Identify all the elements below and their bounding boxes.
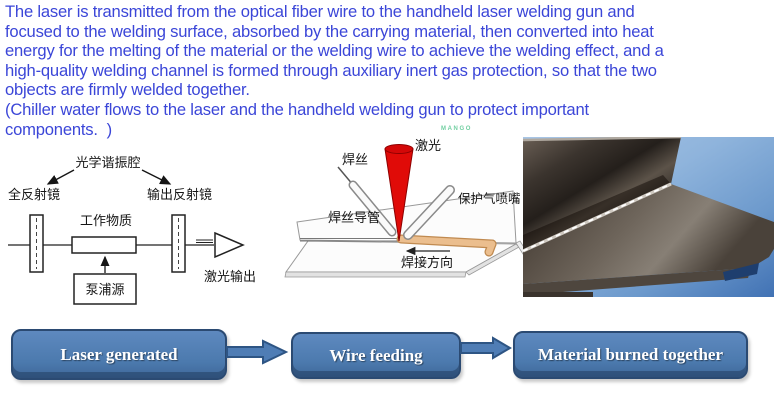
intro-line: The laser is transmitted from the optica… xyxy=(5,2,635,21)
vertical-plate xyxy=(523,137,681,251)
flow-step-material-burned: Material burned together xyxy=(513,331,748,379)
laser-beam-cone xyxy=(384,144,414,242)
intro-paragraph: The laser is transmitted from the optica… xyxy=(5,2,773,139)
shield-gas-nozzle xyxy=(403,185,455,240)
flow-step-label: Material burned together xyxy=(537,345,724,364)
flow-step-wire-feeding: Wire feeding xyxy=(291,332,461,379)
intro-line: focused to the welding surface, absorbed… xyxy=(5,21,654,41)
total-reflector-mirror xyxy=(29,214,44,273)
laser-output-arrowhead xyxy=(214,231,245,259)
weld-seam-sparkle xyxy=(523,183,672,252)
seam-shadow xyxy=(523,175,671,251)
welding-direction-label: 焊接方向 xyxy=(401,255,453,270)
flow-step-label: Wire feeding xyxy=(329,345,423,365)
working-medium-box xyxy=(71,236,137,254)
laser-label: 激光 xyxy=(415,138,441,153)
welding-wire-label: 焊丝 xyxy=(342,152,368,167)
intro-line: components. ) xyxy=(5,119,112,139)
wire-guide-tube-label: 焊丝导管 xyxy=(328,210,380,225)
cavity-arrow-left xyxy=(46,169,75,185)
intro-line: energy for the melting of the material o… xyxy=(5,41,664,61)
pump-source-box xyxy=(73,273,137,305)
cavity-arrow-right xyxy=(141,169,172,185)
total-reflector-label: 全反射镜 xyxy=(8,187,60,202)
flow-arrow-2 xyxy=(460,336,512,360)
sheet-edge-thickness xyxy=(284,271,467,278)
flow-arrow-1 xyxy=(226,339,289,365)
flow-step-laser-generated: Laser generated xyxy=(11,329,227,380)
flow-step-label: Laser generated xyxy=(60,344,178,364)
plate-shadow-strip xyxy=(723,263,759,281)
horizontal-plate xyxy=(523,184,774,284)
plate-front-edge xyxy=(523,268,751,295)
wire-guide-tube xyxy=(348,180,397,237)
gas-nozzle-label: 保护气喷嘴 xyxy=(458,191,521,206)
intro-line: high-quality welding channel is formed t… xyxy=(5,60,657,80)
watermark: MANGO xyxy=(441,126,472,132)
block-arrow-icon xyxy=(226,339,289,365)
welded-joint-photo xyxy=(523,137,774,297)
intro-line: objects are firmly welded together. xyxy=(5,80,250,100)
weld-bead xyxy=(396,234,497,257)
laser-resonator-diagram: 光学谐振腔 全反射镜 输出反射镜 工作物质 激光输出 泵浦源 xyxy=(8,155,256,305)
plate-bottom-corner xyxy=(523,292,593,297)
intro-line: (Chiller water flows to the laser and th… xyxy=(5,99,589,119)
output-reflector-label: 输出反射镜 xyxy=(147,187,212,202)
cavity-label: 光学谐振腔 xyxy=(75,155,140,170)
pump-source-label: 泵浦源 xyxy=(85,282,124,297)
laser-welding-diagram: 激光 焊丝 焊丝导管 保护气喷嘴 焊接方向 xyxy=(284,138,538,278)
block-arrow-icon xyxy=(460,336,512,360)
plate-top-highlight xyxy=(523,137,682,142)
output-reflector-mirror xyxy=(171,214,186,273)
laser-output-label: 激光输出 xyxy=(204,269,256,284)
working-medium-label: 工作物质 xyxy=(80,213,132,228)
